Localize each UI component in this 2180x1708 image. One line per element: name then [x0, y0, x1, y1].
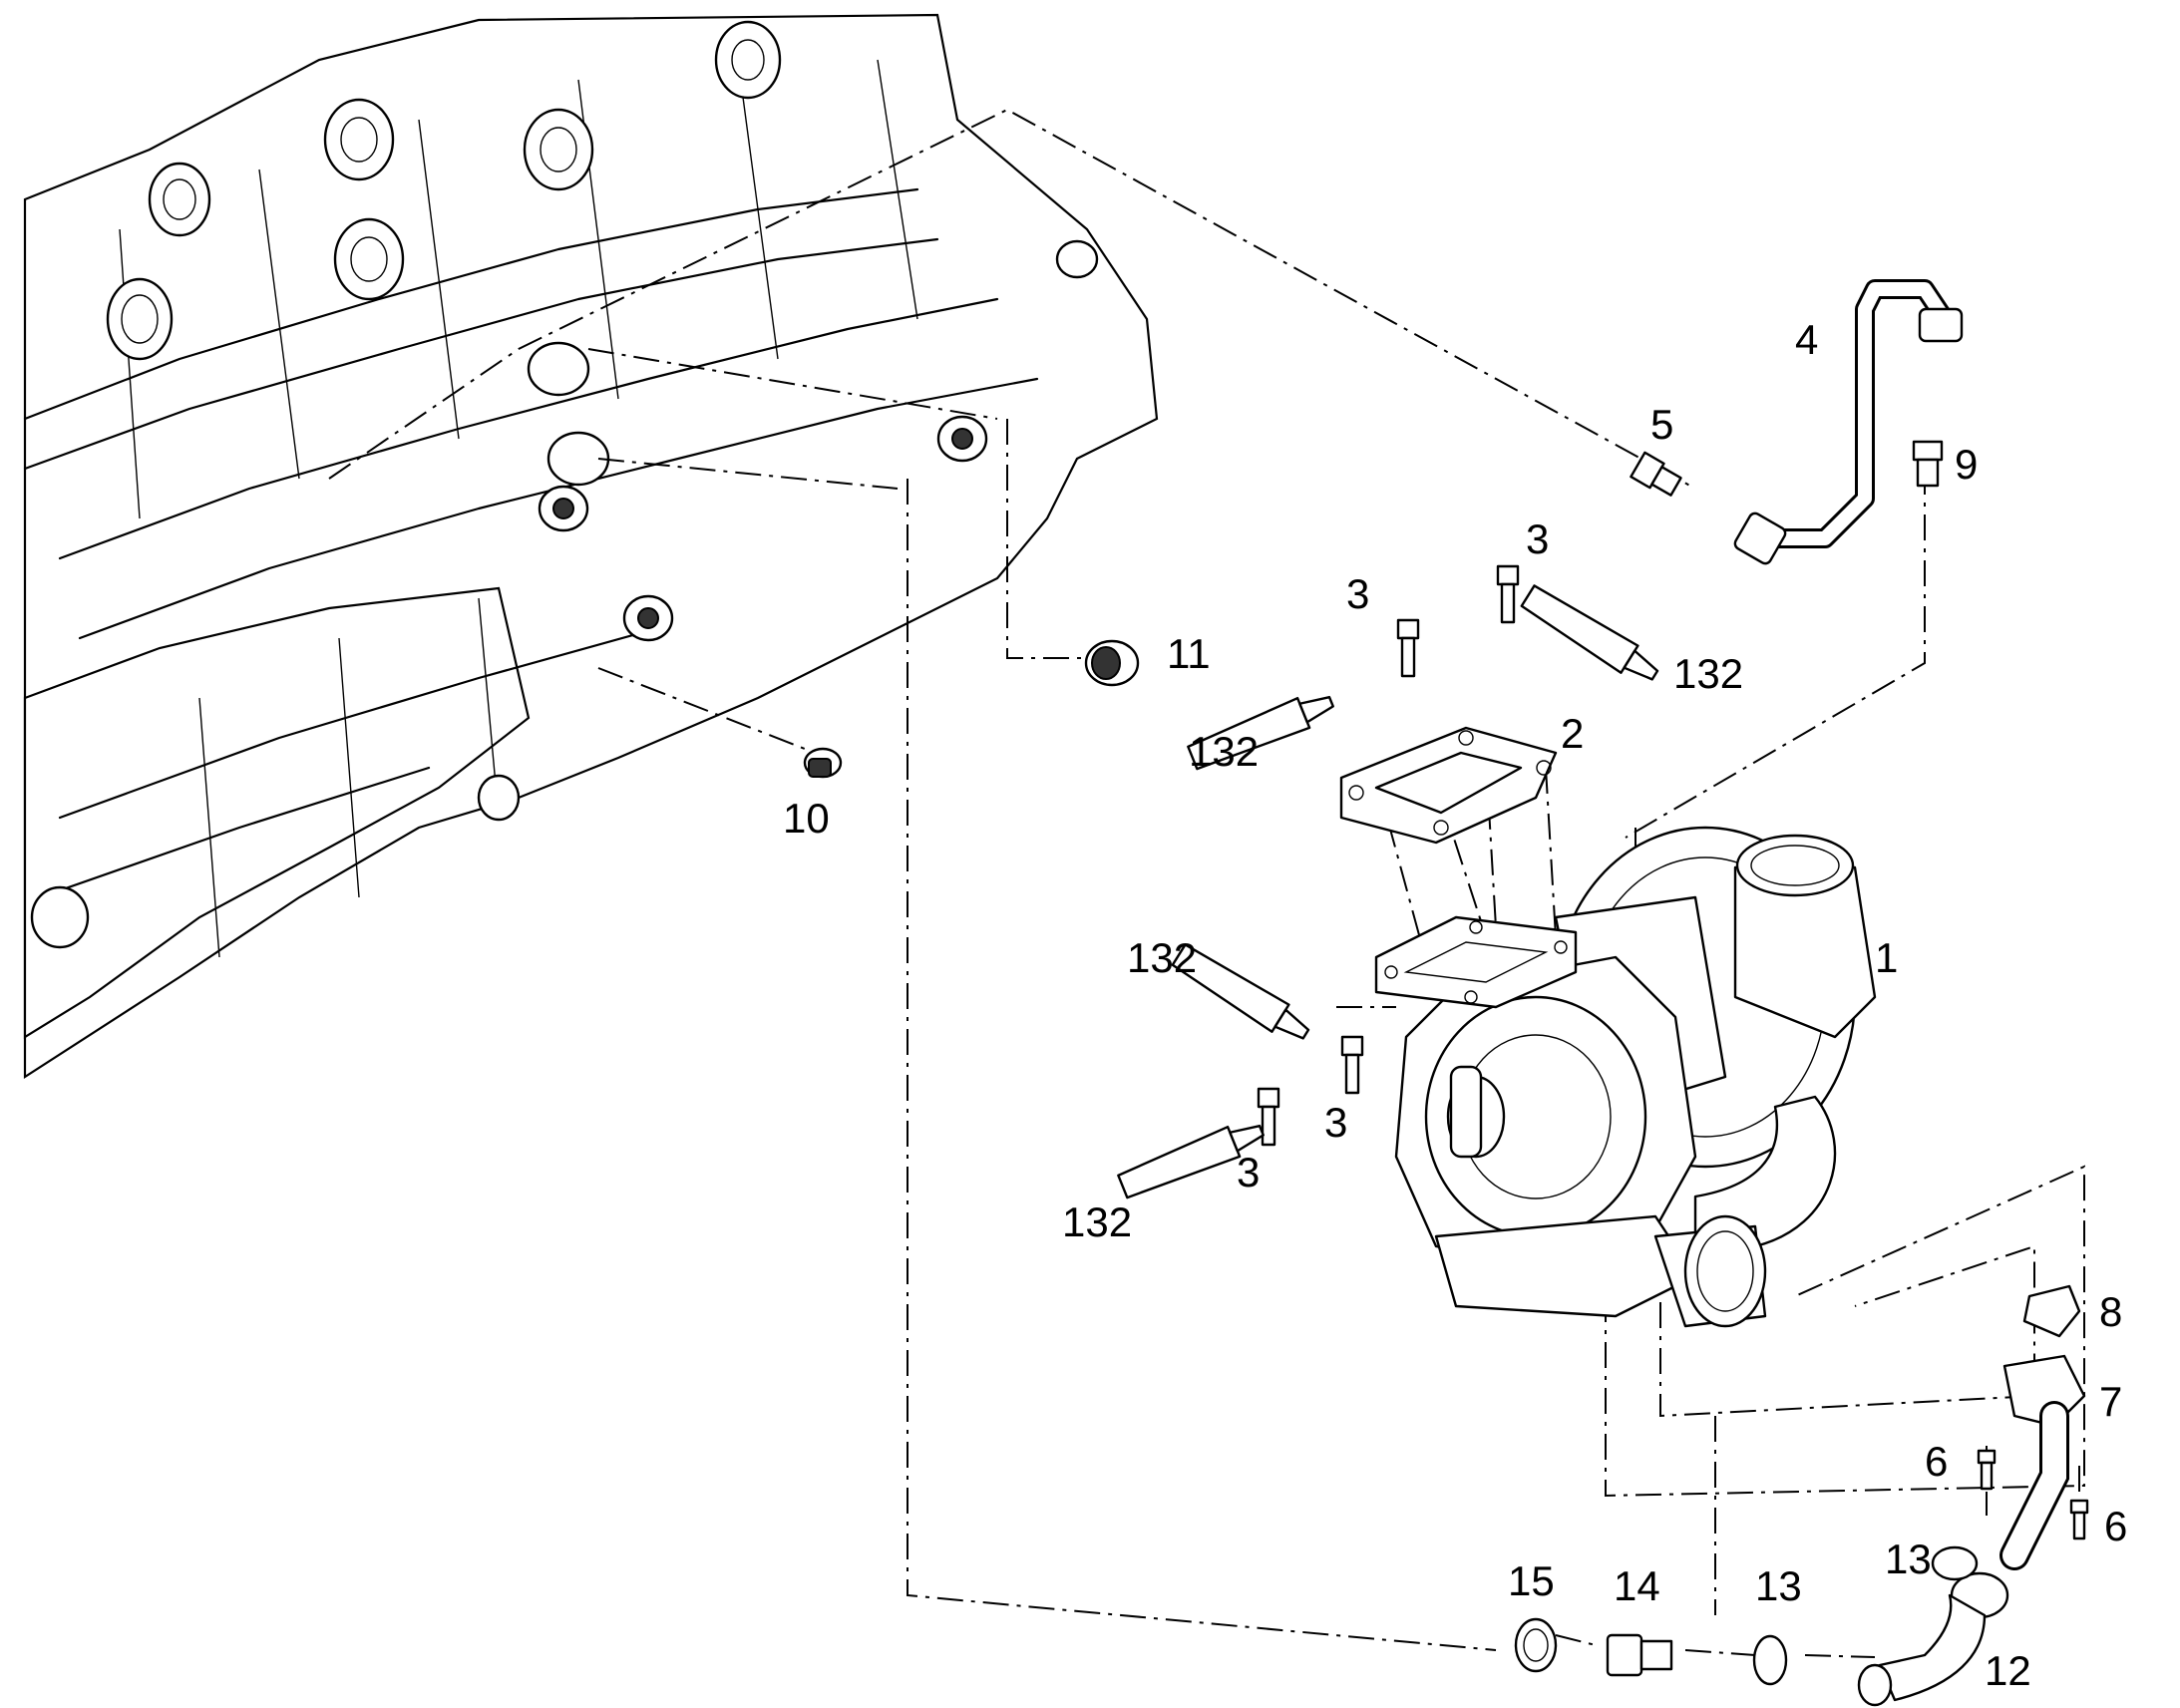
callout-15: 15 — [1508, 1557, 1555, 1604]
callout-10: 10 — [783, 795, 830, 842]
fitting-icon — [1606, 440, 1944, 1677]
callout-132-upper-left: 132 — [1189, 728, 1259, 775]
sealant-tube-icon — [1117, 584, 1659, 1199]
bolt-icon — [1257, 564, 2089, 1540]
callout-11: 11 — [1167, 630, 1211, 677]
callout-4: 4 — [1795, 316, 1818, 363]
callout-3-upper-right: 3 — [1526, 515, 1549, 562]
engine-block-icon — [23, 13, 1159, 1080]
callout-2: 2 — [1561, 710, 1584, 757]
gasket-icon — [1339, 726, 1558, 845]
turbocharger-icon — [1374, 826, 1877, 1328]
callout-6-left: 6 — [1925, 1438, 1948, 1485]
callout-132-upper-right: 132 — [1673, 650, 1743, 697]
plug-icon — [803, 639, 1140, 779]
callout-labels: 1 2 3 3 3 3 4 5 6 6 7 8 9 10 11 12 13 13… — [783, 316, 2127, 1694]
callout-12: 12 — [1985, 1647, 2031, 1694]
callout-9: 9 — [1955, 441, 1978, 488]
callout-14: 14 — [1614, 1562, 1660, 1609]
oil-pipe-icon — [1733, 279, 1964, 565]
callout-5: 5 — [1650, 401, 1673, 448]
callout-132-lower: 132 — [1062, 1198, 1132, 1245]
callout-3-lower-left: 3 — [1237, 1149, 1260, 1196]
callout-7: 7 — [2099, 1378, 2122, 1425]
callout-6-right: 6 — [2104, 1503, 2127, 1549]
callout-3-lower-right: 3 — [1324, 1099, 1347, 1146]
callout-1: 1 — [1875, 934, 1898, 981]
callout-13-right: 13 — [1885, 1536, 1932, 1582]
callout-13-left: 13 — [1755, 1562, 1802, 1609]
seal-ring-icon — [1514, 1617, 1558, 1673]
hose-icon — [1857, 1571, 2009, 1707]
clamp-icon — [1752, 1545, 1979, 1686]
callout-3-upper-left: 3 — [1346, 570, 1369, 617]
callout-132-middle: 132 — [1127, 934, 1197, 981]
callout-8: 8 — [2099, 1288, 2122, 1335]
leader-lines — [328, 108, 2085, 1658]
oil-return-pipe-icon — [1999, 1284, 2086, 1570]
